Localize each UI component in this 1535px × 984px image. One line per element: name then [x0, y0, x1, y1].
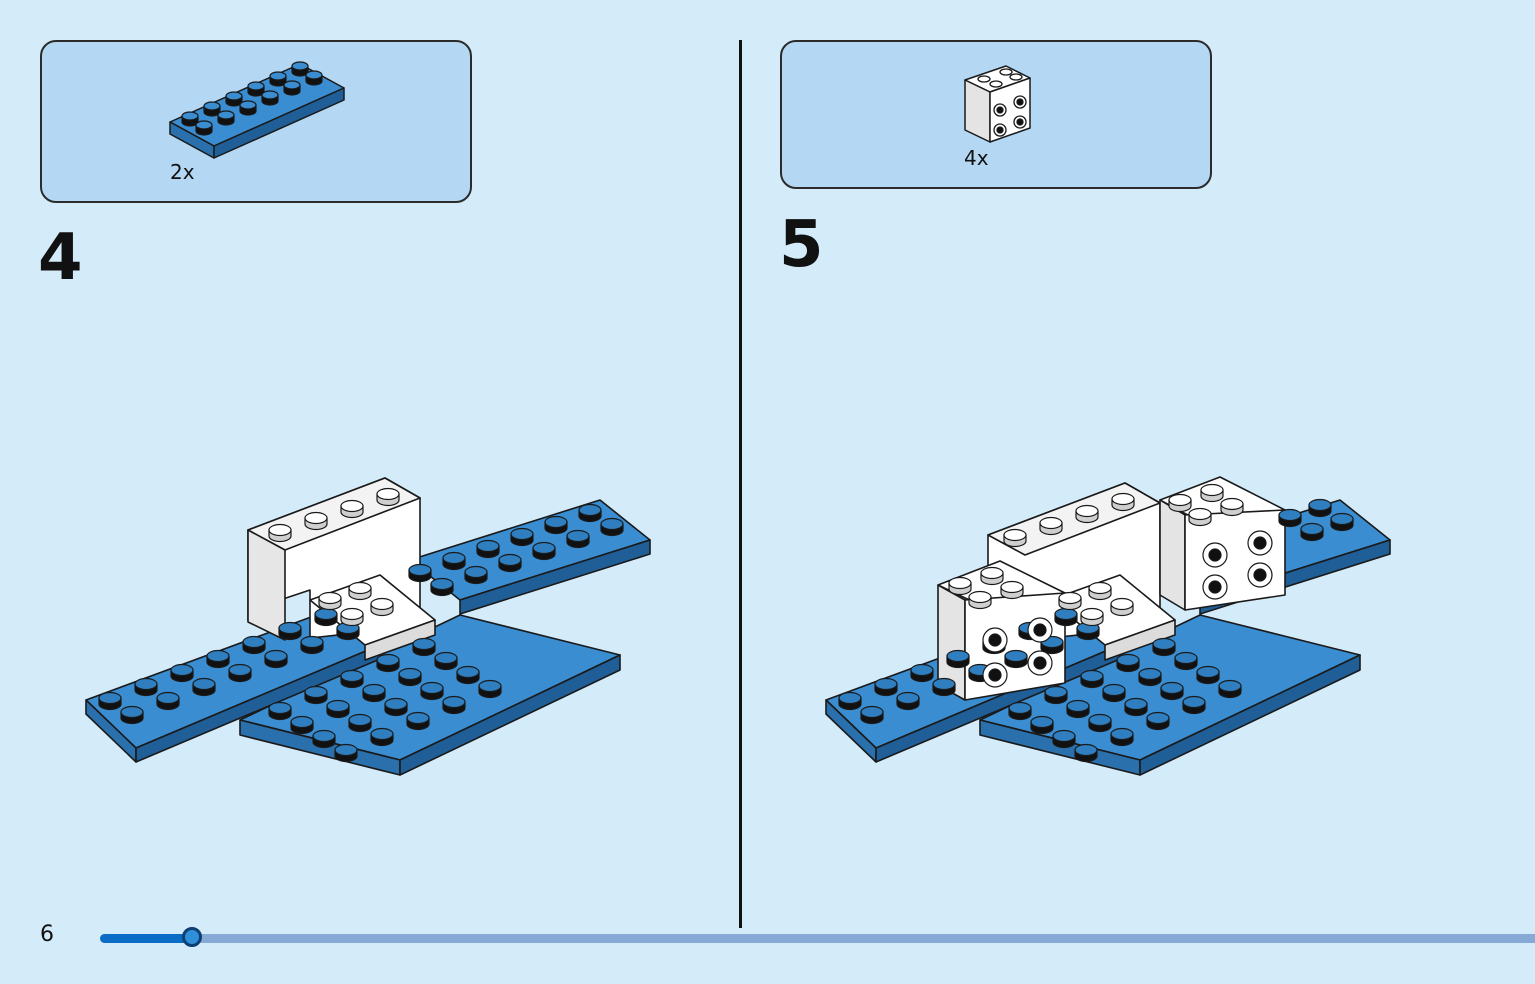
step-4-build-icon	[85, 477, 651, 776]
parts-quantity: 2x	[170, 160, 195, 184]
blue-2x6-plate-icon	[169, 61, 345, 159]
white-brick-with-side-studs-icon	[964, 65, 1031, 143]
parts-callout-step-4: 2x	[40, 40, 472, 203]
progress-marker	[182, 927, 202, 947]
page-number: 6	[40, 922, 54, 947]
parts-quantity: 4x	[964, 146, 989, 170]
step-5-build-icon	[825, 476, 1391, 776]
progress-bar	[100, 927, 1535, 947]
parts-callout-step-5: 4x	[780, 40, 1212, 189]
step-number: 4	[38, 221, 83, 295]
progress-fill	[100, 934, 192, 943]
step-number: 5	[779, 208, 824, 282]
step-divider	[739, 40, 742, 928]
